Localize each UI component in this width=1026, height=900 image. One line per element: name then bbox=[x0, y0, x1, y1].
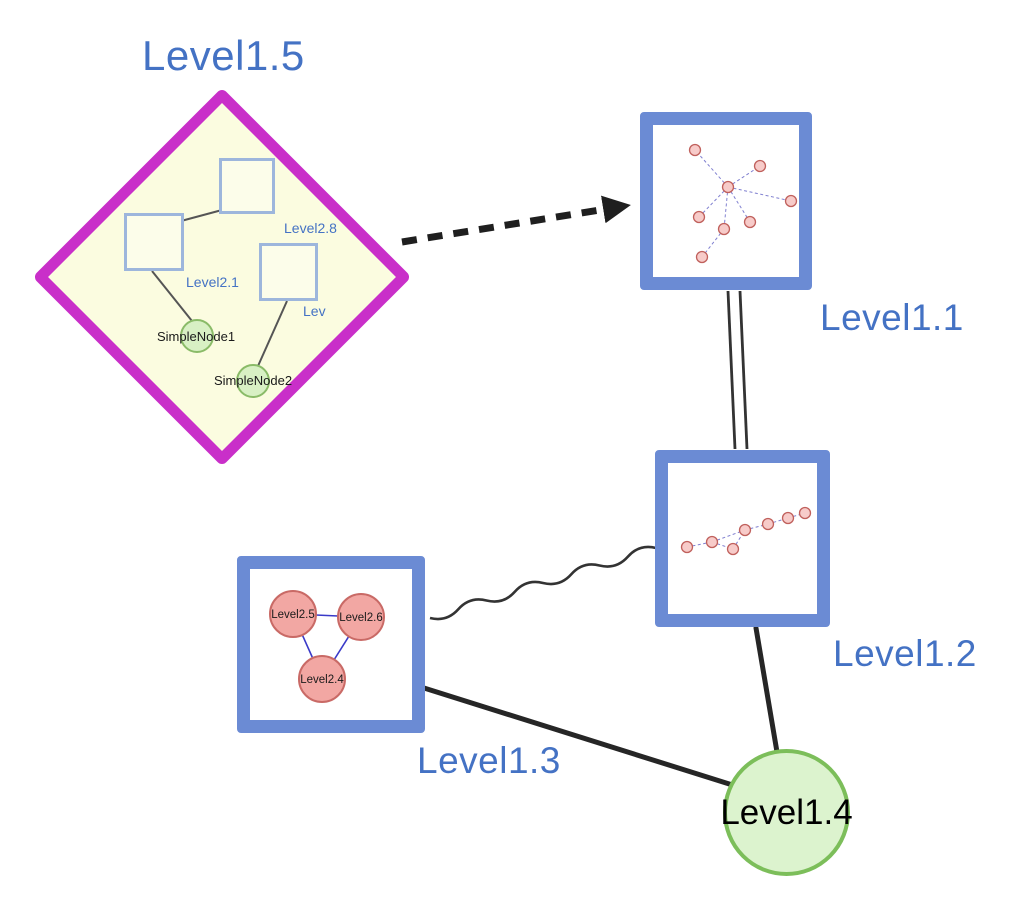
mini-edge[interactable] bbox=[727, 165, 761, 188]
node-label-level2-x-truncated: Lev bbox=[303, 303, 326, 319]
edge-level1-1-level1-2-line2[interactable] bbox=[738, 290, 749, 450]
edge-level1-3-level1-2-wavy[interactable] bbox=[429, 545, 657, 621]
mini-edge[interactable] bbox=[723, 186, 729, 230]
node-level2-x-square[interactable] bbox=[259, 243, 318, 301]
mini-node[interactable] bbox=[738, 523, 752, 537]
level1-1-mini-graph bbox=[688, 143, 798, 264]
mini-node[interactable] bbox=[721, 180, 735, 194]
mini-node[interactable] bbox=[705, 535, 719, 549]
mini-edge[interactable] bbox=[694, 149, 729, 188]
node-level1-4-circle[interactable]: Level1.4 bbox=[720, 749, 853, 876]
mini-node[interactable] bbox=[717, 222, 731, 236]
mini-node[interactable] bbox=[695, 250, 709, 264]
node-simplenode2-circle[interactable] bbox=[236, 364, 270, 398]
node-label-simplenode1: SimpleNode1 bbox=[157, 329, 236, 344]
mini-edge[interactable] bbox=[727, 186, 792, 202]
level1-3-mini-graph: Level2.5 Level2.6 Level2.4 bbox=[269, 590, 385, 703]
level1-2-mini-graph bbox=[680, 506, 812, 556]
node-level1-3-square[interactable]: Level2.5 Level2.6 Level2.4 bbox=[237, 556, 425, 733]
edge-level1-3-level1-4[interactable] bbox=[421, 685, 745, 791]
mini-node[interactable] bbox=[692, 210, 706, 224]
mini-node[interactable] bbox=[784, 194, 798, 208]
mini-node[interactable] bbox=[680, 540, 694, 554]
node-level2-6-circle[interactable] bbox=[337, 593, 385, 641]
node-label-level1-1: Level1.1 bbox=[820, 297, 964, 338]
edge-level1-5-level1-1[interactable] bbox=[401, 195, 631, 246]
edge-level1-2-level1-4[interactable] bbox=[753, 625, 780, 755]
mini-edge[interactable] bbox=[744, 523, 769, 531]
node-level1-1-square[interactable] bbox=[640, 112, 812, 290]
node-label-level1-3: Level1.3 bbox=[417, 740, 561, 781]
node-level2-8-square[interactable] bbox=[219, 158, 275, 214]
edge-inner-square-left-simplenode1[interactable] bbox=[151, 270, 193, 322]
mini-node[interactable] bbox=[726, 542, 740, 556]
node-level2-5-circle[interactable] bbox=[269, 590, 317, 638]
node-level1-2-square[interactable] bbox=[655, 450, 830, 627]
node-label-level2-6: Level2.6 bbox=[339, 612, 382, 624]
mini-node[interactable] bbox=[781, 511, 795, 525]
node-label-simplenode2: SimpleNode2 bbox=[214, 373, 293, 388]
node-label-level1-2: Level1.2 bbox=[833, 633, 977, 674]
mini-node[interactable] bbox=[753, 159, 767, 173]
mini-node[interactable] bbox=[798, 506, 812, 520]
node-simplenode1-circle[interactable] bbox=[180, 319, 214, 353]
mini-node[interactable] bbox=[761, 517, 775, 531]
node-level2-4-circle[interactable] bbox=[298, 655, 346, 703]
node-label-level2-5: Level2.5 bbox=[271, 609, 314, 621]
node-label-level1-5: Level1.5 bbox=[142, 32, 305, 79]
mini-edge[interactable] bbox=[727, 186, 751, 223]
mini-node[interactable] bbox=[743, 215, 757, 229]
mini-edge[interactable] bbox=[686, 541, 713, 548]
edge-inner-square-top-square-left[interactable] bbox=[180, 209, 223, 222]
mini-node[interactable] bbox=[688, 143, 702, 157]
node-level2-1-square[interactable] bbox=[124, 213, 184, 271]
edge-level1-1-level1-2-line1[interactable] bbox=[726, 290, 737, 450]
node-label-level2-1: Level2.1 bbox=[186, 274, 239, 290]
node-label-level2-8: Level2.8 bbox=[284, 220, 337, 236]
edge-inner-square-right-simplenode2[interactable] bbox=[257, 300, 288, 367]
node-label-level1-4: Level1.4 bbox=[720, 792, 853, 832]
mini-edge[interactable] bbox=[698, 186, 729, 218]
node-label-level2-4: Level2.4 bbox=[300, 674, 344, 686]
